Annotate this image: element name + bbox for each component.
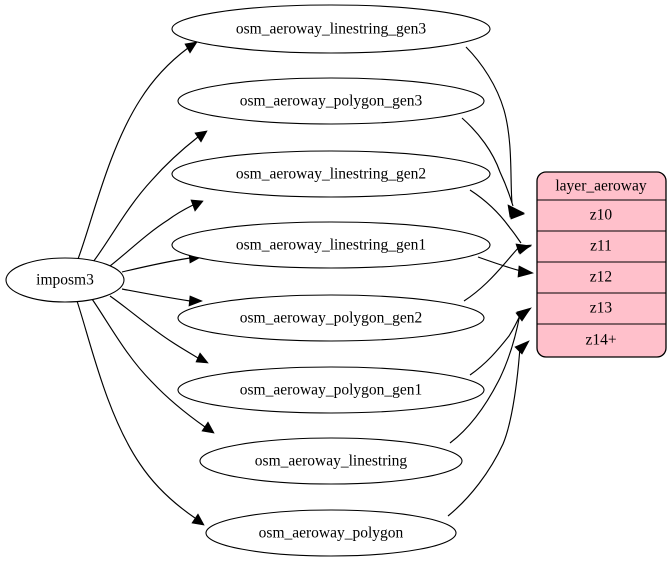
edge-imposm3-to-osm_aeroway_polygon_gen1 [109,295,209,364]
node-osm_aeroway_linestring[interactable]: osm_aeroway_linestring [199,437,463,485]
layer_aeroway-row-z10[interactable]: z10 [590,207,613,224]
edge-imposm3-to-osm_aeroway_polygon_gen2 [121,288,203,307]
layer_aeroway-row-z11[interactable]: z11 [590,238,612,255]
node-osm_aeroway_linestring_gen1[interactable]: osm_aeroway_linestring_gen1 [171,221,491,269]
layer_aeroway-row-z12[interactable]: z12 [590,269,612,286]
node-label: osm_aeroway_polygon_gen3 [240,93,423,110]
layer_aeroway-row-z13[interactable]: z13 [590,300,613,317]
edge-osm_aeroway_linestring_gen3-to-z10 [465,46,525,218]
edge-imposm3-to-osm_aeroway_linestring [91,298,215,434]
layer_aeroway-body [536,171,667,358]
node-label: osm_aeroway_linestring_gen3 [236,21,427,38]
node-label: osm_aeroway_linestring_gen1 [236,237,426,254]
edge-imposm3-to-osm_aeroway_polygon [76,300,205,526]
node-imposm3-label: imposm3 [36,272,94,289]
node-imposm3[interactable]: imposm3 [5,257,125,303]
node-layer_aeroway-table[interactable]: layer_aeroway z10 z11 z12 z13 z14+ [536,171,667,358]
layer_aeroway-row-z14plus[interactable]: z14+ [585,332,616,349]
layer_aeroway-header-label: layer_aeroway [555,178,646,195]
node-osm_aeroway_polygon_gen2[interactable]: osm_aeroway_polygon_gen2 [177,294,485,342]
edge-group-source-to-tables [76,41,215,526]
edge-imposm3-to-osm_aeroway_polygon_gen3 [92,130,208,263]
node-osm_aeroway_linestring_gen2[interactable]: osm_aeroway_linestring_gen2 [171,150,491,198]
edge-osm_aeroway_polygon-to-z14plus [447,340,530,517]
node-label: osm_aeroway_polygon_gen1 [240,382,423,399]
edge-osm_aeroway_polygon_gen3-to-z10 [461,117,525,220]
edge-imposm3-to-osm_aeroway_linestring_gen3 [77,41,198,260]
edge-osm_aeroway_linestring-to-z13 [449,308,531,444]
node-osm_aeroway_linestring_gen3[interactable]: osm_aeroway_linestring_gen3 [171,4,491,54]
node-osm_aeroway_polygon_gen1[interactable]: osm_aeroway_polygon_gen1 [177,366,485,414]
node-osm_aeroway_polygon[interactable]: osm_aeroway_polygon [205,509,457,557]
edge-group-tables-to-layer [447,46,534,517]
node-label: osm_aeroway_linestring_gen2 [236,166,426,183]
edge-imposm3-to-osm_aeroway_linestring_gen2 [109,199,204,267]
node-label: osm_aeroway_linestring [255,453,408,470]
node-label: osm_aeroway_polygon_gen2 [240,310,423,327]
node-osm_aeroway_polygon_gen3[interactable]: osm_aeroway_polygon_gen3 [177,77,485,125]
node-label: osm_aeroway_polygon [259,525,404,542]
edge-osm_aeroway_linestring_gen1-to-z12 [477,256,534,278]
edge-osm_aeroway_polygon_gen2-to-z11 [463,244,533,302]
